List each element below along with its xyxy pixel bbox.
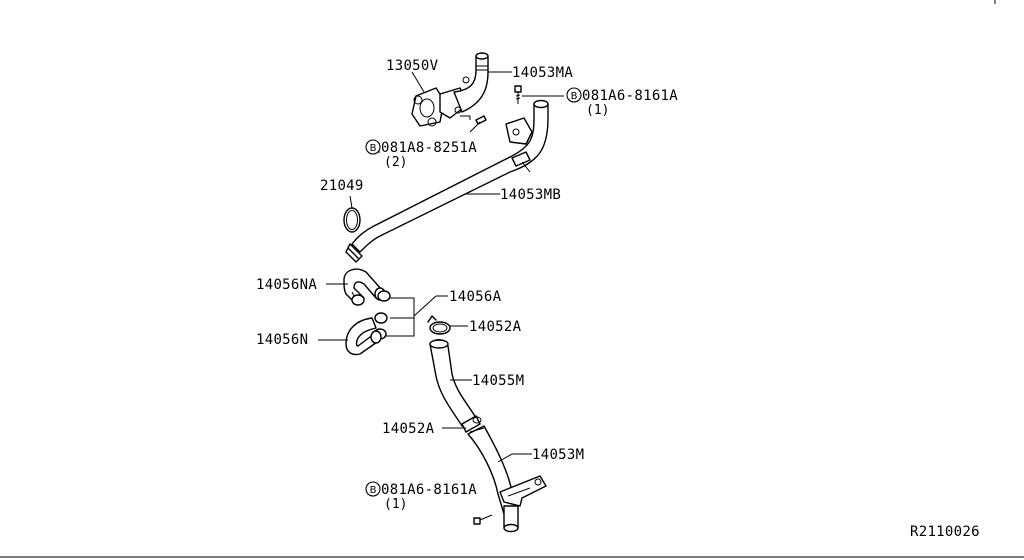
bolt-callout-bottom: B 081A6-8161A (1) bbox=[365, 481, 477, 512]
label-21049: 21049 bbox=[320, 178, 364, 194]
qty-bolt-top-right: (1) bbox=[586, 103, 609, 118]
qty-bolt-left: (2) bbox=[384, 155, 407, 170]
label-14053mb: 14053MB bbox=[500, 187, 561, 203]
clamp-14052a-top bbox=[427, 315, 451, 335]
label-bolt-left: 081A8-8251A bbox=[381, 140, 477, 156]
clamp-14056a-1 bbox=[351, 291, 365, 306]
bolt-081a8-8251a bbox=[460, 115, 487, 133]
pipe-14053mb bbox=[345, 99, 549, 263]
label-bolt-top-right: 081A6-8161A bbox=[582, 88, 678, 104]
hose-14055m bbox=[429, 339, 477, 427]
label-14056na: 14056NA bbox=[256, 277, 317, 293]
pipe-14053m bbox=[467, 425, 547, 533]
bolt-081a6-8161a-bottom bbox=[473, 514, 493, 525]
leader-13050v bbox=[411, 71, 425, 93]
hose-14056n bbox=[345, 317, 382, 356]
label-14052a-top: 14052A bbox=[469, 319, 522, 335]
bolt-081a6-8161a-top bbox=[514, 85, 522, 104]
qty-bolt-bottom: (1) bbox=[384, 497, 407, 512]
bolt-callout-left: B 081A8-8251A (2) bbox=[365, 139, 477, 170]
label-13050v: 13050V bbox=[386, 58, 439, 74]
bolt-callout-top-right: B 081A6-8161A (1) bbox=[566, 87, 678, 118]
label-14056a: 14056A bbox=[449, 289, 502, 305]
o-ring-21049 bbox=[343, 207, 361, 233]
label-14053ma: 14053MA bbox=[512, 65, 573, 81]
reference-code: R2110026 bbox=[910, 524, 980, 540]
label-14056n: 14056N bbox=[256, 332, 308, 348]
clamp-14056a-2 bbox=[377, 290, 391, 302]
leader-21049 bbox=[349, 195, 353, 209]
label-14055m: 14055M bbox=[472, 373, 524, 389]
bolt-symbol: B bbox=[370, 143, 377, 154]
gasket-13050v bbox=[411, 87, 445, 127]
clamp-14056a-3 bbox=[374, 312, 388, 324]
label-14053m: 14053M bbox=[532, 447, 584, 463]
elbow-pipe-14053ma bbox=[439, 52, 489, 119]
leader-14053m bbox=[497, 453, 532, 463]
bolt-symbol: B bbox=[370, 485, 377, 496]
clamp-14052a-bottom bbox=[461, 415, 482, 433]
label-14052a-bottom: 14052A bbox=[382, 421, 435, 437]
bolt-symbol: B bbox=[571, 91, 578, 102]
label-bolt-bottom: 081A6-8161A bbox=[381, 482, 477, 498]
